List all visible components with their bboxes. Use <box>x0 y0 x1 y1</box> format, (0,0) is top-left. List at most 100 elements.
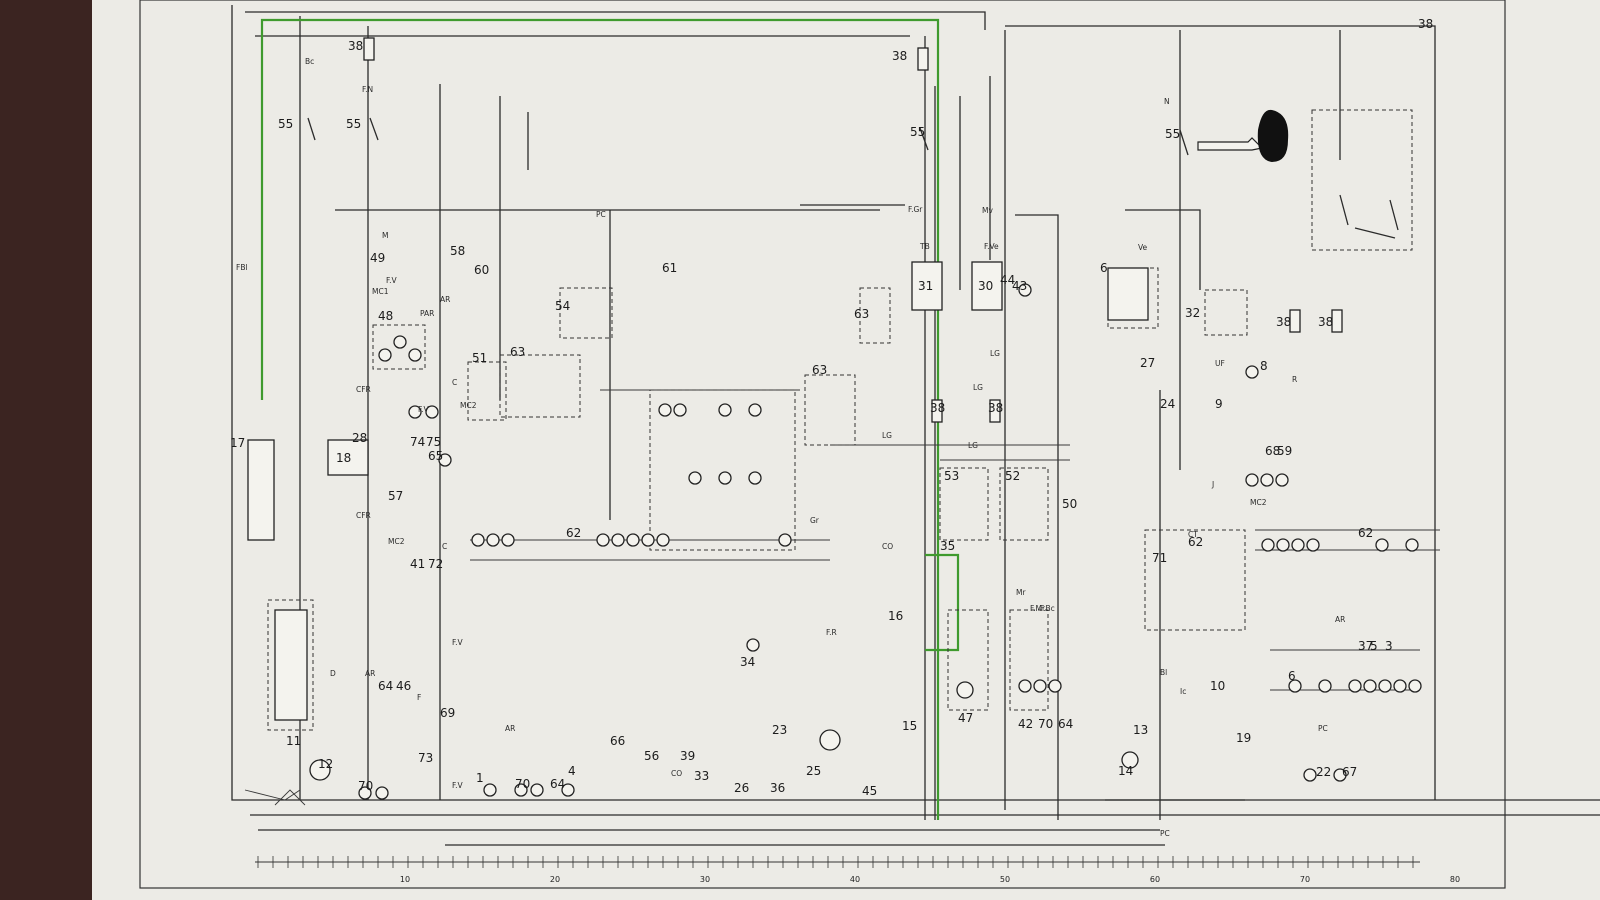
wire-label: F.N <box>362 85 373 94</box>
component-label: 72 <box>428 557 443 571</box>
component-label: 33 <box>694 769 709 783</box>
components <box>247 37 1422 800</box>
component-label: 27 <box>1140 356 1155 370</box>
component-label: 14 <box>1118 764 1133 778</box>
main-wiring <box>231 5 1600 846</box>
component-label: 6 <box>1100 261 1108 275</box>
component-label: 38 <box>930 401 945 415</box>
component-label: 44 <box>1000 273 1015 287</box>
component-label: 36 <box>770 781 785 795</box>
wire-label: F.V <box>418 405 429 414</box>
scale-number: 10 <box>400 875 410 884</box>
wire-label: CO <box>882 542 893 551</box>
component-label: 18 <box>336 451 351 465</box>
component-label: 42 <box>1018 717 1033 731</box>
component-label: 54 <box>555 299 570 313</box>
component-label: 57 <box>388 489 403 503</box>
component-label: 38 <box>1318 315 1333 329</box>
scale-number: 60 <box>1150 875 1160 884</box>
component-label: 12 <box>318 757 333 771</box>
component-label: 55 <box>346 117 361 131</box>
component-label: 34 <box>740 655 755 669</box>
scale-number: 30 <box>700 875 710 884</box>
component-label: 63 <box>812 363 827 377</box>
module-18 <box>327 439 369 476</box>
component-label: 15 <box>902 719 917 733</box>
wire-label: F.Mr <box>1030 604 1046 613</box>
component-label: 43 <box>1012 279 1027 293</box>
relay-31 <box>911 261 943 311</box>
component-label: 38 <box>348 39 363 53</box>
component-label: 3 <box>1385 639 1393 653</box>
wire-label: F.Ve <box>984 242 999 251</box>
fuse-3 <box>931 399 943 423</box>
fuse-1 <box>363 37 375 61</box>
component-label: 6 <box>1288 669 1296 683</box>
fuse-5 <box>1289 309 1301 333</box>
wire-label: PC <box>596 210 606 219</box>
component-label: 51 <box>472 351 487 365</box>
wire-label: TB <box>919 242 930 251</box>
wire-label: LG <box>990 349 1000 358</box>
component-label: 5 <box>1370 639 1378 653</box>
wire-label: AR <box>1335 615 1345 624</box>
component-label: 73 <box>418 751 433 765</box>
component-label: 62 <box>1188 535 1203 549</box>
wire-label: MC2 <box>388 537 405 546</box>
component-label: 55 <box>278 117 293 131</box>
component-label: 60 <box>474 263 489 277</box>
component-label: 55 <box>1165 127 1180 141</box>
module-17 <box>247 439 275 541</box>
wire-label: J <box>1211 480 1214 489</box>
wire-label: Mr <box>1016 588 1026 597</box>
component-label: 53 <box>944 469 959 483</box>
wire-label: MC2 <box>460 401 477 410</box>
scale-number: 50 <box>1000 875 1010 884</box>
component-label: 66 <box>610 734 625 748</box>
fuse-4 <box>989 399 1001 423</box>
dashed-modules <box>267 109 1413 731</box>
component-label: 32 <box>1185 306 1200 320</box>
component-label: 22 <box>1316 765 1331 779</box>
component-label: 23 <box>772 723 787 737</box>
wire-label: CT <box>1188 530 1198 539</box>
component-label: 62 <box>566 526 581 540</box>
relay-30 <box>971 261 1003 311</box>
component-label: 30 <box>978 279 993 293</box>
component-label: 39 <box>680 749 695 763</box>
component-label: 16 <box>888 609 903 623</box>
component-label: 10 <box>1210 679 1225 693</box>
ignition-key-icon <box>1197 109 1289 162</box>
component-label: 13 <box>1133 723 1148 737</box>
component-label: 38 <box>1418 17 1433 31</box>
wire-label: F.V <box>386 276 397 285</box>
component-label: 11 <box>286 734 301 748</box>
component-label: 50 <box>1062 497 1077 511</box>
wire-label: C <box>442 542 447 551</box>
component-label: 55 <box>910 125 925 139</box>
wire-label: N <box>1164 97 1170 106</box>
wire-label: Gr <box>810 516 820 525</box>
wire-label: CO <box>671 769 682 778</box>
component-label: 62 <box>1358 526 1373 540</box>
wire-labels: BcF.NFBlF.VF.VF.VF.VMC1MC2MC2MC2CFRCFRAR… <box>236 57 1345 838</box>
component-label: 38 <box>988 401 1003 415</box>
wire-label: Bc <box>305 57 314 66</box>
wire-label: F.V <box>452 638 463 647</box>
wire-label: AR <box>505 724 515 733</box>
wire-label: PC <box>1318 724 1328 733</box>
component-label: 61 <box>662 261 677 275</box>
wire-label: PAR <box>420 309 434 318</box>
component-label: 48 <box>378 309 393 323</box>
wire-label: MC1 <box>372 287 389 296</box>
component-label: 9 <box>1215 397 1223 411</box>
component-label: 70 <box>358 779 373 793</box>
wire-label: UF <box>1215 359 1225 368</box>
component-label: 28 <box>352 431 367 445</box>
wire-label: D <box>330 669 336 678</box>
component-label: 70 <box>1038 717 1053 731</box>
diagram-frame <box>139 0 1506 889</box>
component-label: 25 <box>806 764 821 778</box>
